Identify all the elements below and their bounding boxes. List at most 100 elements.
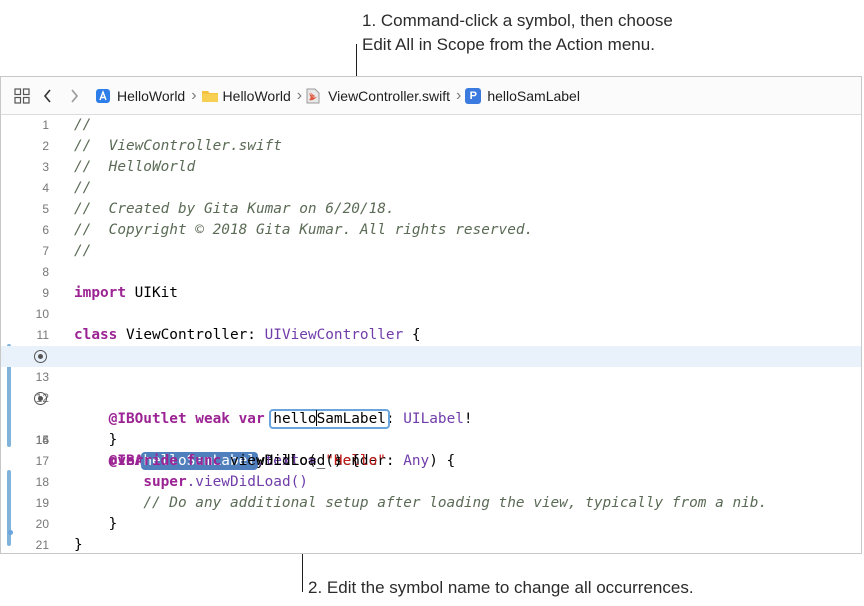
code-comment: // ViewController.swift bbox=[74, 138, 282, 154]
code-area[interactable]: 1// 2// ViewController.swift 3// HelloWo… bbox=[1, 115, 861, 553]
code-line: 18 super.viewDidLoad() bbox=[1, 472, 861, 493]
related-items-grid-icon[interactable] bbox=[9, 84, 35, 108]
code-keyword: import bbox=[74, 285, 126, 301]
code-keyword: @IBOutlet weak var bbox=[108, 411, 265, 427]
code-text: { bbox=[403, 327, 421, 343]
symbol-text-after-caret: SamLabel bbox=[316, 411, 386, 427]
code-line: 16 } bbox=[1, 430, 861, 451]
chevron-left-icon[interactable] bbox=[35, 84, 61, 108]
code-line: 1 // bbox=[1, 115, 861, 136]
breadcrumb-label: HelloWorld bbox=[117, 87, 186, 104]
property-icon: P bbox=[465, 87, 482, 104]
code-text: viewDidLoad() { bbox=[221, 453, 360, 469]
breadcrumb-separator-icon: › bbox=[191, 86, 197, 104]
line-number: 13 bbox=[35, 370, 49, 384]
callout-step-2: 2. Edit the symbol name to change all oc… bbox=[308, 578, 694, 597]
swift-file-icon bbox=[306, 88, 322, 104]
line-number: 6 bbox=[42, 223, 49, 237]
code-comment: // bbox=[74, 117, 92, 133]
code-comment: // bbox=[74, 243, 92, 259]
code-string: "Hello" bbox=[325, 453, 386, 469]
code-text: UIKit bbox=[125, 285, 178, 301]
symbol-edit-field[interactable]: helloSamLabel bbox=[269, 409, 390, 429]
code-line: 20 } bbox=[1, 514, 861, 535]
line-number: 15 bbox=[35, 433, 49, 447]
code-line-current: 12 @IBOutlet weak var helloSamLabel: UIL… bbox=[1, 346, 861, 429]
code-line: 5 // Created by Gita Kumar on 6/20/18. bbox=[1, 199, 861, 220]
code-line: 14 @IBAction func sayHello(_ sender: Any… bbox=[1, 388, 861, 469]
code-line: 9 import UIKit bbox=[1, 283, 861, 304]
code-line: 15 helloSamLabel.text = "Hello" bbox=[1, 409, 861, 470]
line-number: 11 bbox=[36, 328, 49, 342]
callout-step-1-line-1: 1. Command-click a symbol, then choose bbox=[362, 11, 673, 30]
code-type: UIViewController bbox=[264, 327, 404, 343]
code-text: ) { bbox=[429, 453, 456, 469]
line-number: 4 bbox=[42, 181, 49, 195]
line-number: 16 bbox=[35, 433, 49, 447]
line-number: 10 bbox=[35, 307, 49, 321]
jump-bar: HelloWorld › HelloWorld › ViewController… bbox=[1, 77, 861, 115]
code-line: 6 // Copyright © 2018 Gita Kumar. All rig… bbox=[1, 220, 861, 241]
code-indent bbox=[74, 474, 143, 490]
code-comment: // Created by Gita Kumar on 6/20/18. bbox=[74, 201, 395, 217]
code-line: 7 // bbox=[1, 241, 861, 262]
breadcrumb-file[interactable]: ViewController.swift bbox=[306, 88, 450, 104]
line-number: 14 bbox=[35, 433, 49, 447]
line-number: 20 bbox=[35, 517, 49, 531]
action-connection-icon[interactable] bbox=[34, 392, 47, 405]
code-text: .text = bbox=[255, 453, 326, 469]
code-comment: // HelloWorld bbox=[74, 159, 196, 175]
line-number: 5 bbox=[42, 202, 49, 216]
code-line: 10 bbox=[1, 304, 861, 325]
breadcrumb-label: HelloWorld bbox=[222, 87, 291, 104]
code-keyword: override func bbox=[108, 453, 222, 469]
code-comment: // Do any additional setup after loading… bbox=[143, 495, 768, 511]
breakpoint-indicator-dot bbox=[8, 530, 13, 535]
code-text: } bbox=[74, 432, 118, 448]
code-text: .viewDidLoad() bbox=[186, 474, 308, 490]
code-line: 17 override func viewDidLoad() { bbox=[1, 451, 861, 472]
chevron-right-icon[interactable] bbox=[61, 84, 87, 108]
code-comment: // bbox=[74, 180, 92, 196]
code-line: 3 // HelloWorld bbox=[1, 157, 861, 178]
line-number: 3 bbox=[42, 160, 49, 174]
callout-step-1-line-2: Edit All in Scope from the Action menu. bbox=[362, 35, 655, 54]
line-number: 9 bbox=[42, 286, 49, 300]
breadcrumb-label: helloSamLabel bbox=[487, 87, 580, 104]
code-line: 19 // Do any additional setup after load… bbox=[1, 493, 861, 514]
breadcrumb-separator-icon: › bbox=[296, 86, 303, 104]
line-number: 21 bbox=[35, 538, 49, 552]
line-number: 17 bbox=[35, 454, 49, 468]
symbol-text-before-caret: hello bbox=[273, 411, 317, 427]
code-keyword: class bbox=[74, 327, 118, 343]
project-icon bbox=[95, 88, 111, 104]
line-number: 19 bbox=[35, 496, 49, 510]
line-number: 7 bbox=[42, 244, 49, 258]
line-number: 1 bbox=[42, 118, 49, 132]
breadcrumb-symbol[interactable]: P helloSamLabel bbox=[465, 87, 580, 104]
breadcrumb-label: ViewController.swift bbox=[328, 87, 450, 104]
code-type: UILabel bbox=[403, 411, 464, 427]
code-text: } bbox=[74, 516, 118, 532]
code-line: 21} bbox=[1, 535, 861, 556]
change-indicator-bar bbox=[7, 470, 11, 546]
callout-step-1: 1. Command-click a symbol, then choose E… bbox=[362, 9, 673, 57]
code-keyword: super bbox=[143, 474, 187, 490]
code-type: Any bbox=[403, 453, 430, 469]
code-indent bbox=[74, 453, 109, 469]
code-comment: // Copyright © 2018 Gita Kumar. All righ… bbox=[74, 222, 534, 238]
text-caret bbox=[316, 410, 318, 426]
outlet-connection-icon[interactable] bbox=[34, 350, 47, 363]
code-text: } bbox=[74, 537, 83, 553]
source-editor: HelloWorld › HelloWorld › ViewController… bbox=[0, 76, 862, 554]
symbol-occurrence-highlight[interactable]: helloSamLabel bbox=[141, 452, 258, 470]
breadcrumb-separator-icon: › bbox=[456, 86, 462, 104]
breadcrumb-group[interactable]: HelloWorld bbox=[201, 88, 291, 104]
code-text: sayHello(_ sender: bbox=[229, 453, 404, 469]
breadcrumb-project[interactable]: HelloWorld bbox=[95, 88, 185, 104]
code-text: : bbox=[385, 411, 404, 427]
code-line: 13 bbox=[1, 367, 861, 388]
code-line: 8 bbox=[1, 262, 861, 283]
change-indicator-bar bbox=[7, 344, 11, 447]
line-number: 18 bbox=[35, 475, 49, 489]
